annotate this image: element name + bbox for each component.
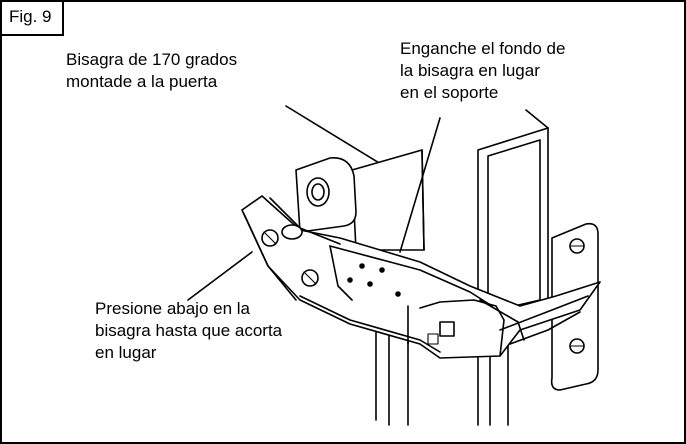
cabinet-side-panel (477, 109, 549, 426)
figure-label-box (0, 0, 64, 36)
door-panel (285, 105, 425, 426)
callout-170-degree-hinge: Bisagra de 170 grados montade a la puert… (66, 50, 238, 91)
callout-engage-hinge-bottom: Enganche el fondo de la bisagra en lugar… (400, 39, 566, 102)
leader-lines (187, 117, 441, 301)
callout-press-down-hinge: Presione abajo en la bisagra hasta que a… (95, 299, 283, 362)
hinge-cup-plate (295, 157, 357, 233)
hinge-arm (241, 195, 601, 359)
figure-label: Fig. 9 (9, 7, 52, 26)
figure-top-border (0, 0, 686, 2)
